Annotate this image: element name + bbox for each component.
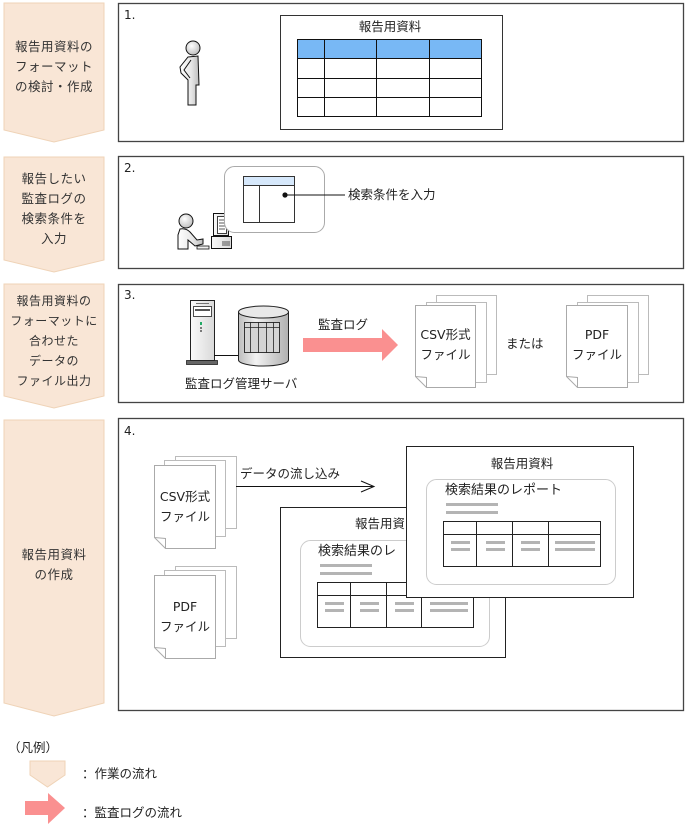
back-doc-title: 報告用資 [355,516,406,531]
csv-file-label-3: CSV形式 ファイル [420,327,471,362]
flow-label-4: 報告用資料 の作成 [21,547,87,582]
report-template-doc [280,15,503,130]
report-doc-front [406,446,634,598]
audit-log-arrow-label: 監査ログ [318,317,369,332]
pdf-file-label-4: PDF ファイル [159,599,210,634]
flow-arrow-3 [3,283,105,409]
legend-log-flow-label: ：監査ログの流れ [82,805,183,820]
csv-file-stack-3 [415,295,497,388]
step-number-1: 1. [124,8,136,22]
flow-arrow-4 [3,419,105,717]
or-text: または [506,336,544,351]
data-flow-arrow [236,480,376,493]
pdf-file-label-3: PDF ファイル [571,327,622,362]
legend-log-flow-icon [25,793,65,824]
csv-file-label-4: CSV形式 ファイル [159,489,211,524]
front-report-heading: 検索結果のレポート [445,483,563,498]
legend-work-flow-icon [29,760,66,788]
step-number-2: 2. [124,161,136,175]
flow-arrow-2 [3,156,105,273]
flow-label-3: 報告用資料の フォーマットに 合わせた データの ファイル出力 [10,294,98,388]
front-doc-title: 報告用資料 [490,456,554,471]
standing-person-icon [179,40,201,106]
flow-label-2: 報告したい 監査ログの 検索条件を 入力 [21,171,87,246]
server-tower-icon [186,300,218,365]
pdf-file-stack-4 [154,566,237,659]
csv-file-stack-4 [154,456,237,549]
audit-log-arrow [303,329,398,361]
legend-work-flow-label: ：作業の流れ [82,766,158,781]
flow-arrow-1 [3,2,105,143]
step-number-3: 3. [124,288,136,302]
search-condition-callout: 検索条件を入力 [348,187,436,202]
panel-2 [117,155,685,270]
search-screen-callout [224,166,345,233]
legend-title: （凡例） [8,740,59,755]
report-template-title: 報告用資料 [358,19,422,34]
back-report-heading: 検索結果のレ [318,544,397,559]
database-icon [238,305,289,367]
flow-label-1: 報告用資料の フォーマット の検討・作成 [14,39,93,94]
data-flow-label: データの流し込み [240,466,341,481]
server-label: 監査ログ管理サーバ [185,376,298,391]
step-number-4: 4. [124,424,136,438]
pdf-file-stack-3 [566,295,649,388]
